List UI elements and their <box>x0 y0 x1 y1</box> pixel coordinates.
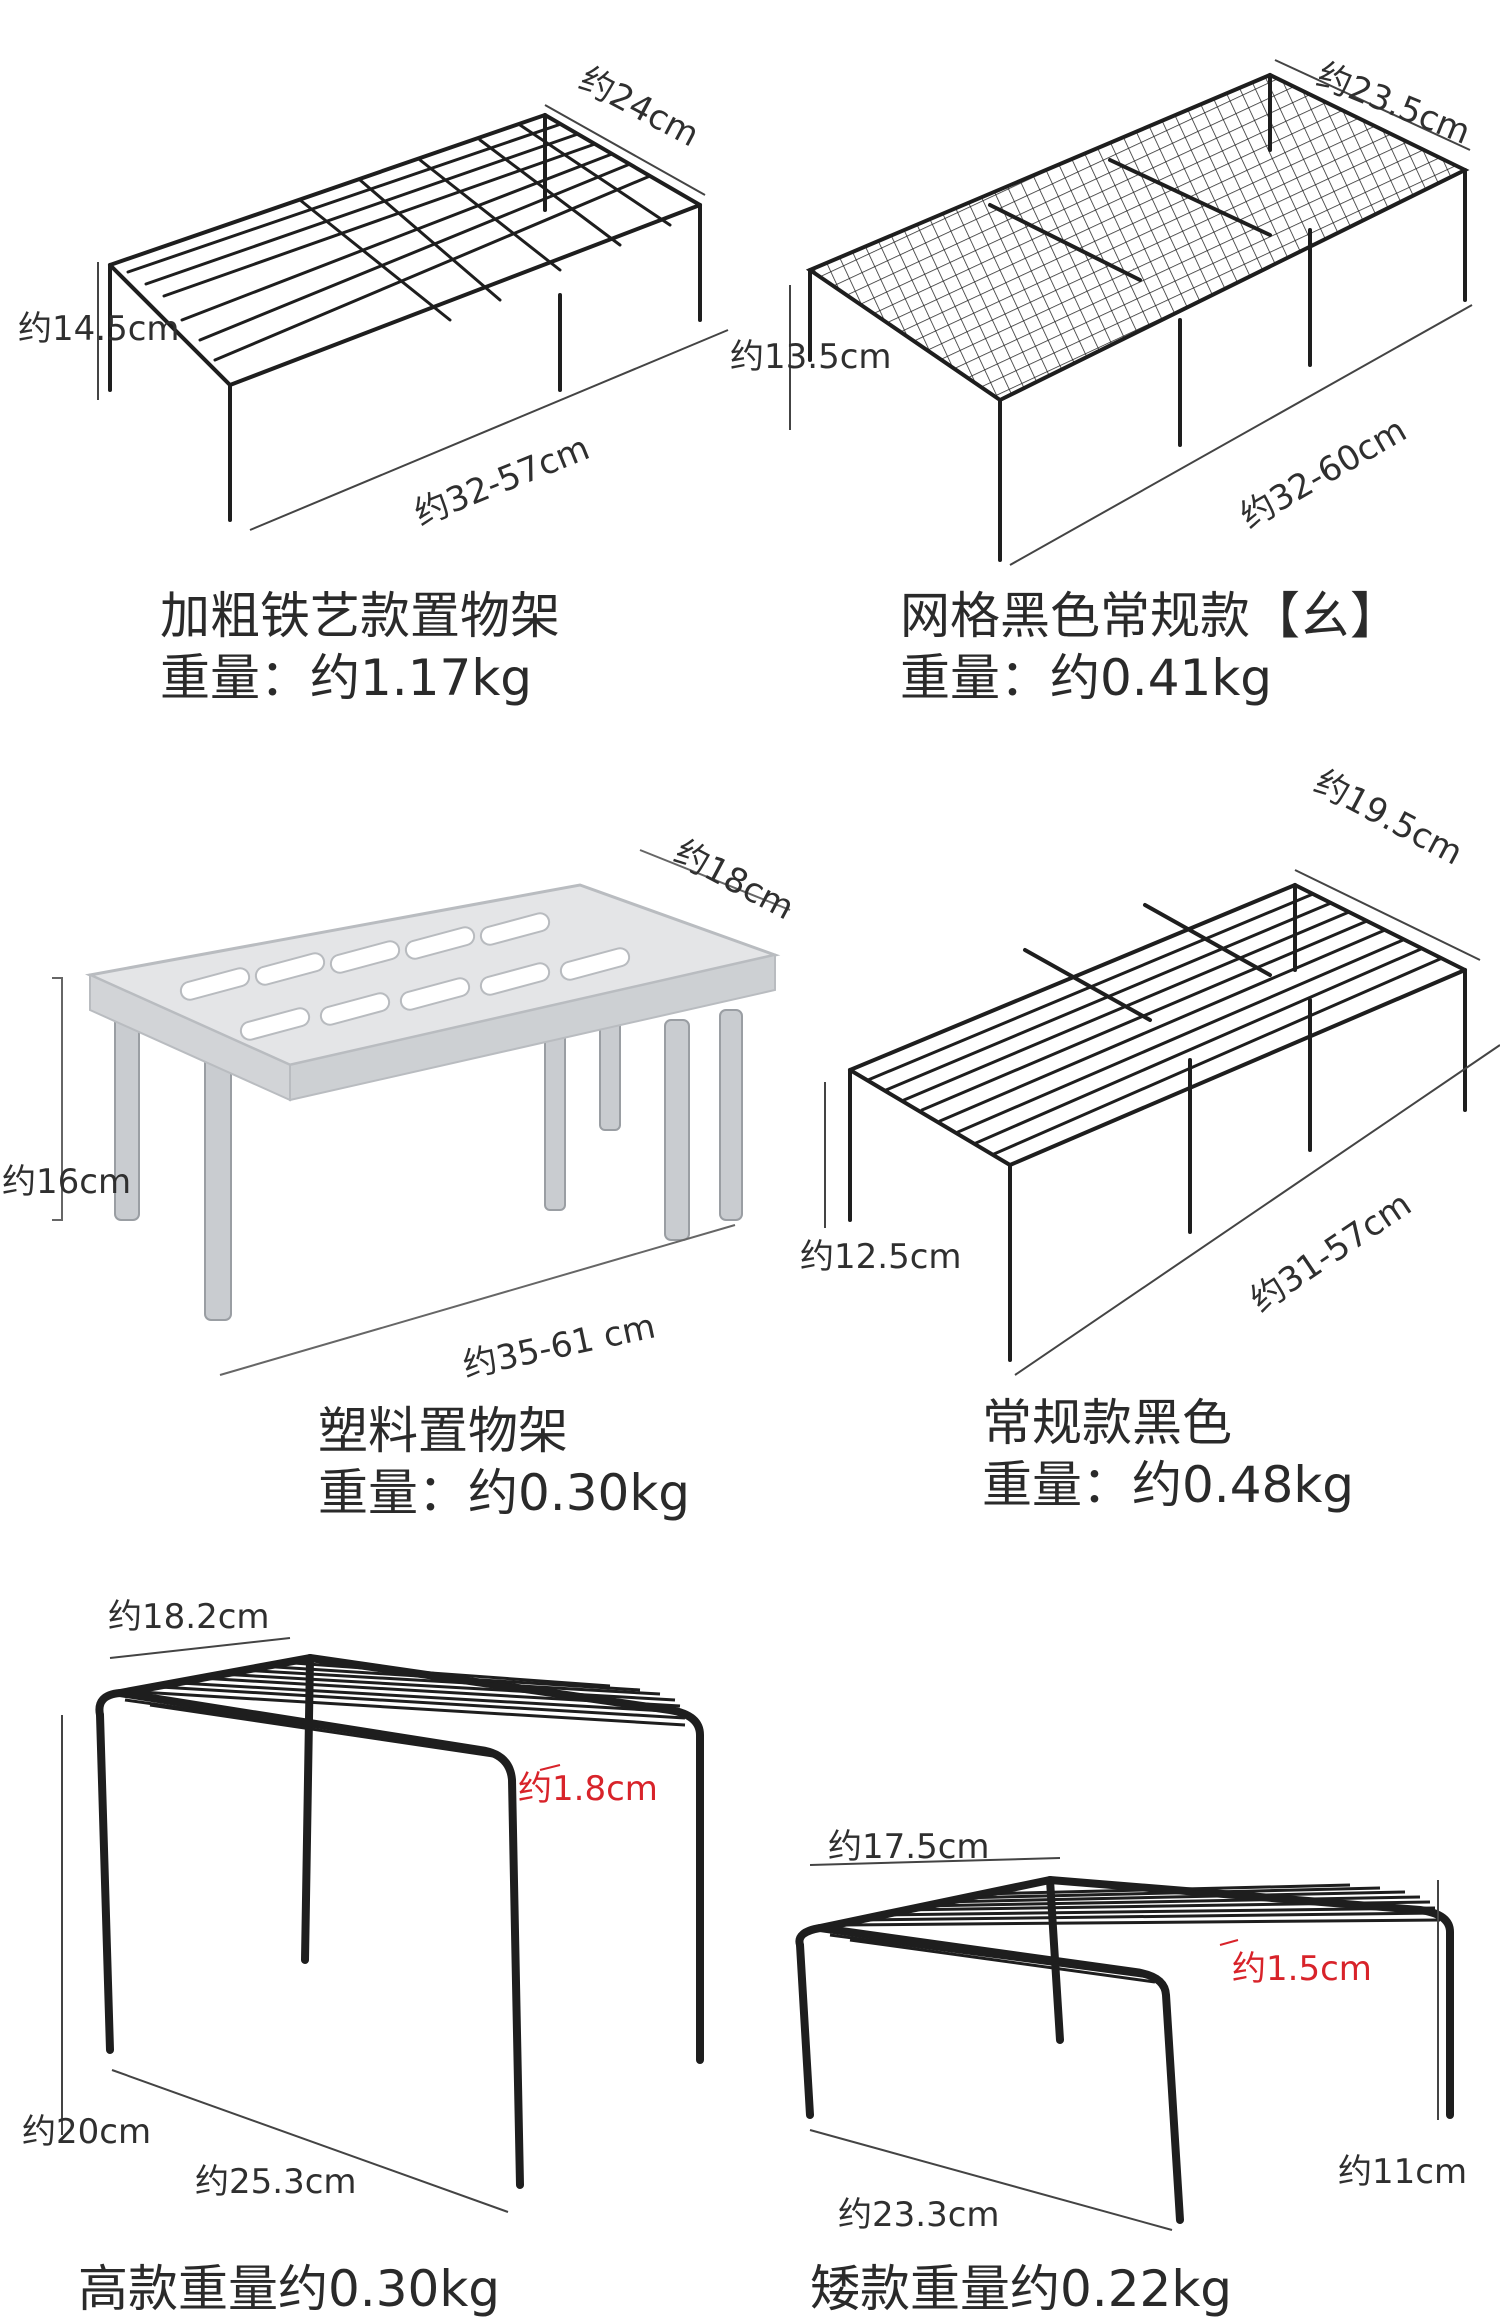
product-tall: 约18.2cm 约1.8cm 约20cm 约25.3cm 高款重量约0.30kg <box>0 1540 750 2322</box>
plastic-weight: 重量：约0.30kg <box>318 1464 691 1522</box>
thick-iron-name: 加粗铁艺款置物架 <box>160 587 560 645</box>
grid-black-caption: 网格黑色常规款【幺】 重量：约0.41kg <box>900 585 1400 709</box>
grid-black-name: 网格黑色常规款【幺】 <box>900 587 1400 645</box>
tall-length-label: 约25.3cm <box>195 2162 357 2202</box>
regular-black-caption: 常规款黑色 重量：约0.48kg <box>982 1392 1354 1516</box>
grid-black-weight: 重量：约0.41kg <box>900 649 1273 707</box>
grid-black-shelf-illustration <box>789 59 1473 566</box>
short-depth-label: 约17.5cm <box>828 1827 990 1867</box>
product-short: 约17.5cm 约1.5cm 约11cm 约23.3cm 矮款重量约0.22kg <box>750 1540 1500 2322</box>
tall-height-label: 约20cm <box>22 2112 152 2152</box>
short-tube-label: 约1.5cm <box>1232 1949 1372 1989</box>
regular-black-shelf-illustration <box>824 869 1500 1376</box>
tall-name: 高款重量约0.30kg <box>78 2260 501 2318</box>
plastic-caption: 塑料置物架 重量：约0.30kg <box>318 1400 690 1524</box>
tall-caption: 高款重量约0.30kg <box>78 2258 500 2320</box>
product-plastic: 约18cm 约16cm 约35-61 cm 塑料置物架 重量：约0.30kg <box>0 720 800 1540</box>
short-length-label: 约23.3cm <box>838 2195 1000 2235</box>
short-shelf-illustration <box>795 1857 1454 2231</box>
plastic-name: 塑料置物架 <box>318 1402 568 1460</box>
tall-tube-label: 约1.8cm <box>518 1769 658 1809</box>
thick-iron-shelf-illustration <box>97 104 729 531</box>
product-grid-black: 约23.5cm 约13.5cm 约32-60cm 网格黑色常规款【幺】 重量：约… <box>730 0 1500 720</box>
plastic-height-label: 约16cm <box>2 1162 132 1202</box>
plastic-shelf-illustration <box>52 849 791 1376</box>
regular-black-height-label: 约12.5cm <box>800 1237 962 1277</box>
tall-shelf-illustration <box>61 1637 704 2213</box>
product-thick-iron: 约24cm 约14.5cm 约32-57cm 加粗铁艺款置物架 重量：约1.17… <box>0 0 750 720</box>
short-name: 矮款重量约0.22kg <box>810 2260 1233 2318</box>
tall-depth-label: 约18.2cm <box>108 1597 270 1637</box>
thick-iron-height-label: 约14.5cm <box>18 309 180 349</box>
thick-iron-caption: 加粗铁艺款置物架 重量：约1.17kg <box>160 585 560 709</box>
thick-iron-weight: 重量：约1.17kg <box>160 649 533 707</box>
product-regular-black: 约19.5cm 约12.5cm 约31-57cm 常规款黑色 重量：约0.48k… <box>750 720 1500 1540</box>
regular-black-weight: 重量：约0.48kg <box>982 1456 1355 1514</box>
regular-black-name: 常规款黑色 <box>982 1394 1232 1452</box>
grid-black-height-label: 约13.5cm <box>730 337 892 377</box>
short-caption: 矮款重量约0.22kg <box>810 2258 1232 2320</box>
short-height-label: 约11cm <box>1338 2152 1468 2192</box>
